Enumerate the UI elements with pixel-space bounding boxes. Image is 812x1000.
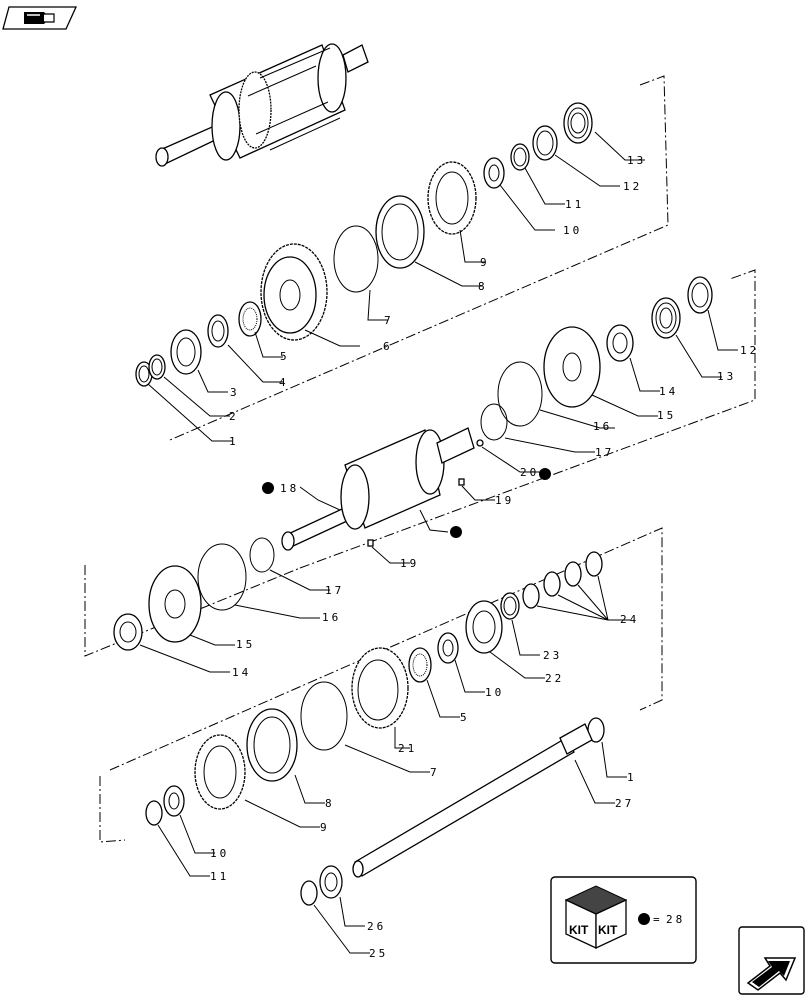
callout-13: 13 — [717, 370, 736, 383]
callout-3: 3 — [230, 386, 240, 399]
kit-equals: = — [653, 913, 663, 926]
shaft-assembly-top — [155, 43, 369, 167]
callout-24: 24 — [620, 613, 639, 626]
part-4-washer — [207, 314, 229, 348]
part-12-washer-b — [687, 276, 713, 314]
callout-7: 7 — [384, 314, 394, 327]
callout-5: 5 — [280, 350, 290, 363]
callout-16: 16 — [593, 420, 612, 433]
callout-6: 6 — [383, 340, 393, 353]
callout-10: 10 — [563, 224, 582, 237]
part-7-snap-ring-b — [300, 681, 348, 751]
kit-legend: KIT KIT = 28 — [550, 876, 697, 964]
next-page-arrow-icon — [746, 957, 797, 991]
part-22-bearing — [465, 600, 503, 654]
part-25-ring — [300, 880, 318, 906]
callout-12: 12 — [740, 344, 759, 357]
part-13-spring-b — [651, 297, 681, 339]
part-10-washer-c — [163, 785, 185, 817]
callout-4: 4 — [279, 376, 289, 389]
leader-lines — [139, 131, 738, 954]
part-17-seal-b — [249, 537, 275, 573]
callout-7: 7 — [430, 766, 440, 779]
part-11-ring-b — [145, 800, 163, 826]
part-7-snap-ring — [333, 225, 379, 293]
part-8-plate-b — [246, 708, 298, 782]
callout-2: 2 — [229, 410, 239, 423]
callout-12: 12 — [623, 180, 642, 193]
callout-1: 1 — [229, 435, 239, 448]
part-5-needle-bearing-b — [408, 647, 432, 683]
part-8-plate — [375, 195, 425, 269]
callout-9: 9 — [320, 821, 330, 834]
callout-23: 23 — [543, 649, 562, 662]
part-15-piston-b — [148, 565, 202, 643]
callout-17: 17 — [325, 584, 344, 597]
callout-27: 27 — [615, 797, 634, 810]
kit-number: 28 — [666, 913, 685, 926]
part-16-seal — [497, 361, 543, 427]
callout-19: 19 — [400, 557, 419, 570]
part-19-pin-a — [458, 478, 465, 486]
part-2-ring — [148, 354, 166, 380]
callout-19: 19 — [495, 494, 514, 507]
callout-15: 15 — [657, 409, 676, 422]
callout-15: 15 — [236, 638, 255, 651]
callout-13: 13 — [627, 154, 646, 167]
next-page-button[interactable] — [738, 926, 805, 995]
callout-18: 18 — [280, 482, 299, 495]
part-3-bearing — [170, 329, 202, 375]
part-16-seal-b — [197, 543, 247, 611]
part-20-plug — [476, 439, 484, 447]
part-12-washer — [532, 125, 558, 161]
callout-1: 1 — [627, 771, 637, 784]
part-11-ring — [510, 143, 530, 171]
callout-11: 11 — [210, 870, 229, 883]
callout-8: 8 — [478, 280, 488, 293]
callout-8: 8 — [325, 797, 335, 810]
callout-labels: 13 12 11 10 9 8 7 6 5 4 3 2 1 12 13 14 1… — [210, 154, 759, 960]
callout-20: 20 — [520, 466, 539, 479]
part-14-bushing — [606, 324, 634, 362]
callout-10: 10 — [210, 847, 229, 860]
callout-25: 25 — [369, 947, 388, 960]
callout-16: 16 — [322, 611, 341, 624]
part-19-pin-b — [367, 539, 374, 547]
part-21-gear — [351, 647, 409, 729]
kit-box-label-right: KIT — [598, 923, 618, 937]
part-27-long-shaft — [352, 723, 593, 878]
part-23-ring — [500, 592, 520, 620]
shaft-assembly-middle — [281, 427, 475, 551]
top-left-nav-button[interactable] — [2, 6, 78, 30]
part-17-seal — [480, 403, 508, 441]
callout-26: 26 — [367, 920, 386, 933]
part-9-clutch-hub — [427, 161, 477, 235]
kit-markers — [262, 468, 551, 538]
callout-17: 17 — [595, 446, 614, 459]
kit-box-icon: KIT KIT — [564, 885, 628, 950]
part-14-bushing-b — [113, 613, 143, 651]
part-9-clutch-hub-b — [194, 734, 246, 810]
kit-marker-dot — [638, 913, 650, 925]
part-10-washer-b — [437, 632, 459, 664]
callout-21: 21 — [398, 742, 417, 755]
part-15-piston — [543, 326, 601, 408]
callout-11: 11 — [565, 198, 584, 211]
callout-10: 10 — [485, 686, 504, 699]
callout-14: 14 — [232, 666, 251, 679]
callout-14: 14 — [659, 385, 678, 398]
part-13-spring — [563, 102, 593, 144]
part-26-bearing — [319, 865, 343, 899]
callout-9: 9 — [480, 256, 490, 269]
wrench-book-icon — [24, 12, 55, 24]
callout-22: 22 — [545, 672, 564, 685]
part-24-shims — [522, 551, 603, 609]
callout-5: 5 — [460, 711, 470, 724]
kit-box-label-left: KIT — [569, 923, 589, 937]
part-5-needle-bearing — [238, 301, 262, 337]
part-6-double-gear — [260, 243, 328, 341]
part-10-washer — [483, 157, 505, 189]
